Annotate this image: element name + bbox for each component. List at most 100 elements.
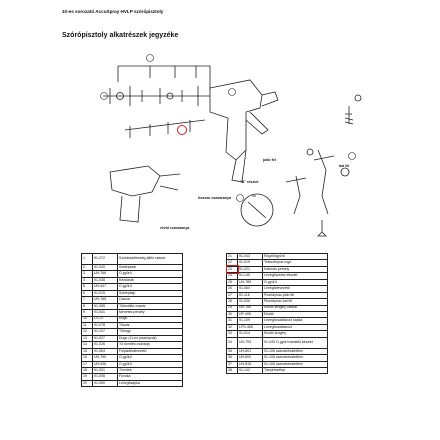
part-description-cell: Rugó — [117, 315, 183, 323]
part-description-cell: Menetes persely — [117, 309, 183, 317]
part-number-cell: 20 — [81, 379, 93, 388]
part-code-cell: 91-072 — [92, 253, 118, 265]
part-description-cell: Karimás persely — [262, 265, 328, 274]
part-description-cell: O-gyűrű — [117, 354, 183, 362]
part-code-cell: 91-142 — [237, 366, 263, 375]
part-circle-a — [116, 92, 124, 100]
spray-gun-nozzle — [261, 91, 279, 107]
part-description-cell: O-gyűrű — [117, 360, 183, 369]
small-gun-connector — [159, 173, 181, 191]
part-description-cell: Csavar — [117, 296, 183, 304]
part-description-cell: Tűhegy — [117, 328, 183, 336]
part-description-cell: Levegőszelep készlet — [262, 272, 328, 280]
callout-short-nut: rövid csavaranya — [160, 226, 190, 230]
part-description-cell: Tű tömítés csavarja — [117, 341, 183, 349]
part-description-cell: 91-106 csavarkészletben — [262, 347, 328, 356]
document-title: Szórópisztoly alkatrészek jegyzéke — [62, 32, 179, 39]
upper-parts-row — [103, 86, 210, 106]
part-description-cell: O-gyűrű — [117, 283, 183, 291]
part-circle-b — [166, 92, 174, 100]
part-description-cell: Szeleptalp — [117, 289, 183, 298]
detail-a-needle — [247, 195, 267, 219]
highlighted-part-marker — [177, 125, 187, 135]
pivot-joint — [306, 148, 314, 156]
part-description-cell: Elsütő tengely csavar — [262, 304, 328, 312]
part-description-cell: Pisztolyház-jobb fél — [262, 291, 328, 300]
part-number-cell: 38 — [226, 366, 238, 375]
callout-bubble — [348, 152, 356, 160]
part-description-cell: Tűszár — [117, 321, 183, 330]
part-number-cell: 1 — [81, 253, 93, 265]
part-description-cell: Szórásszélesség-állító csavar — [117, 253, 183, 265]
part-description-cell: Teleszkópos rugó — [262, 259, 328, 267]
part-code-cell: UH-753 — [237, 336, 263, 349]
callout-bubble — [236, 194, 244, 202]
part-description-cell: Szelepszár — [117, 263, 183, 272]
callout-left-thread: jobb fel — [263, 158, 276, 162]
part-description-cell: Levegőcsatlakozó — [262, 323, 328, 332]
part-description-cell: Kézdarab — [117, 276, 183, 285]
trigger-spring — [317, 220, 327, 237]
small-gun-body — [109, 165, 161, 197]
callout-right-thread: bal fel — [339, 164, 350, 168]
part-description-cell: Elsütő — [262, 310, 328, 319]
right-spring-cap — [354, 94, 362, 102]
part-code-cell: 91-050 — [92, 379, 118, 388]
part-description-cell: Levegőbevezető — [262, 285, 328, 293]
small-gun-cup — [119, 195, 141, 223]
part-description-cell: Tűbeállító csavar — [117, 302, 183, 311]
pivot-arm-left — [285, 175, 307, 215]
part-description-cell: 91-106 csavarkészletben — [262, 360, 328, 369]
part-description-cell: O-gyűrű — [117, 270, 183, 278]
part-description-cell: Levegősapka — [117, 379, 183, 388]
part-chain — [124, 119, 206, 138]
spray-gun-body — [209, 79, 263, 161]
pivot-arm-right — [313, 149, 335, 215]
trigger — [245, 111, 269, 135]
callout-bubble — [146, 54, 154, 62]
part-description-cell: Tömítés — [117, 366, 183, 375]
part-description-cell: Rögzítőgyűrű — [262, 252, 328, 261]
part-number-cell: 34 — [226, 336, 238, 349]
part-description-cell: Levegőcsatlakozó sapka — [262, 317, 328, 325]
part-description-cell: Pisztolyház-bal fél — [262, 298, 328, 306]
part-description-cell: 91-106 csavarkészletben — [262, 354, 328, 362]
callout-detail-a: "A" részlet — [240, 180, 259, 184]
part-description-cell: Fúvóka — [117, 373, 183, 381]
bracket-frame — [117, 65, 211, 90]
